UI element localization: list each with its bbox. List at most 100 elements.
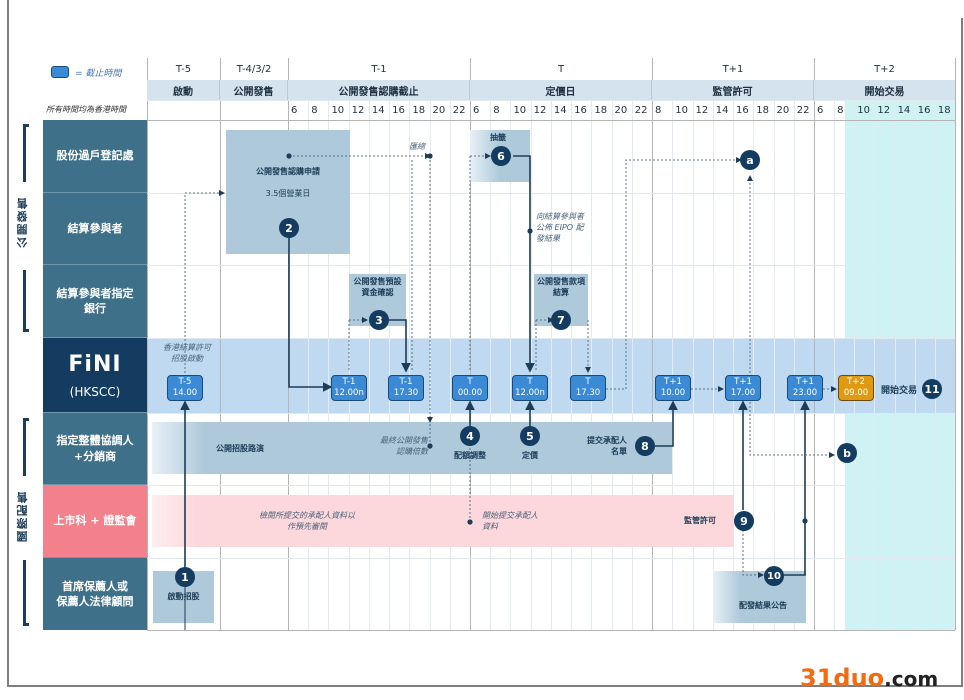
deadline-time: 17.00	[730, 388, 756, 399]
grid-minor-line	[934, 100, 936, 630]
grid-major-line	[147, 58, 148, 630]
bracket-public-bottom	[23, 270, 29, 332]
step-4[interactable]: 4	[460, 426, 480, 446]
frame-edge	[7, 0, 9, 18]
hour-tick-label: 10	[513, 104, 527, 116]
deadline-day: T	[467, 377, 473, 387]
text-ballot: 抽籤	[490, 133, 506, 142]
col-day-t-5: T-5	[175, 63, 192, 75]
row-label-text: 結算參與者	[67, 221, 123, 235]
hour-tick-label: 16	[574, 104, 587, 116]
hour-tick-label: 16	[917, 104, 931, 116]
deadline-time: 12.00n	[515, 388, 545, 399]
hour-tick-label: 12	[695, 104, 709, 116]
group-intl-placing: 國際配售	[16, 490, 29, 542]
row-coordinator: 指定整體協調人 +分銷商	[43, 413, 147, 485]
timezone-note: 所有時間均為香港時間	[46, 105, 126, 114]
grid-minor-line	[753, 100, 755, 630]
grid-row-line	[147, 630, 955, 631]
text-business-days: 3.5個營業日	[265, 189, 311, 198]
grid-minor-line	[429, 100, 431, 630]
grid-minor-line	[854, 100, 856, 630]
deadline-time: 17.30	[393, 388, 419, 399]
deadline-day: T+1	[796, 377, 814, 387]
step-9[interactable]: 9	[734, 511, 754, 531]
hour-tick-label: 14	[371, 104, 385, 116]
grid-row-line	[147, 338, 955, 339]
hour-tick-label: 16	[736, 104, 749, 116]
step-7[interactable]: 7	[551, 310, 571, 330]
step-a[interactable]: a	[740, 150, 760, 170]
fini-logo: FiNI	[68, 350, 121, 381]
grid-minor-line	[874, 100, 876, 630]
row-label-text: 上市科 + 證監會	[53, 514, 137, 528]
grid-minor-line	[914, 100, 916, 630]
hour-tick-label: 18	[412, 104, 426, 116]
watermark: 31duo.com	[800, 664, 938, 692]
step-6[interactable]: 6	[491, 146, 511, 166]
grid-minor-line	[490, 100, 492, 630]
grid-minor-line	[611, 100, 613, 630]
deadline-day: T-1	[399, 377, 413, 387]
row-listing-sfc: 上市科 + 證監會	[43, 485, 147, 558]
deadline-time: 12.00n	[334, 388, 364, 399]
grid-minor-line	[389, 100, 391, 630]
phase-trading: 開始交易	[814, 80, 955, 100]
legend-label: = 截止時間	[75, 69, 122, 79]
bracket-intl-top	[23, 418, 29, 476]
hour-tick-label: 22	[634, 104, 648, 116]
text-final-subscription: 最終公開發售 認購倍數	[380, 436, 428, 456]
phase-pricing-day: 定價日	[470, 80, 652, 100]
hour-tick-label: 22	[452, 104, 466, 116]
hour-tick-label: 6	[291, 104, 298, 116]
hour-tick-label: 12	[533, 104, 547, 116]
grid-row-line	[147, 100, 955, 101]
step-2[interactable]: 2	[279, 218, 299, 238]
deadline-day: T-5	[178, 377, 192, 387]
step-10[interactable]: 10	[764, 566, 784, 586]
row-label-text: 首席保薦人或 保薦人法律顧問	[56, 579, 134, 608]
step-5[interactable]: 5	[520, 426, 540, 446]
phase-subscription-close: 公開發售認購截止	[288, 80, 470, 100]
hour-tick-label: 10	[675, 104, 688, 116]
group-public-offer: 公開發售	[16, 196, 29, 248]
grid-minor-line	[510, 100, 512, 630]
hour-tick-label: 10	[331, 104, 345, 116]
row-fini: FiNI (HKSCC)	[43, 338, 147, 413]
deadline-time: 14.00	[172, 388, 198, 399]
grid-minor-line	[712, 100, 714, 630]
text-submit-placee-list: 提交承配人 名單	[587, 436, 627, 456]
step-b[interactable]: b	[837, 443, 857, 463]
row-designated-bank: 結算參與者指定 銀行	[43, 265, 147, 338]
hour-tick-label: 12	[877, 104, 891, 116]
row-share-registrar: 股份過戶登記處	[43, 120, 147, 193]
grid-minor-line	[733, 100, 734, 630]
deadline-time: 10.00	[660, 388, 686, 399]
step-8[interactable]: 8	[635, 436, 655, 456]
text-settlement: 公開發售款項 結算	[537, 277, 585, 297]
text-public-offer-application: 公開發售認購申請	[256, 167, 320, 176]
deadline-time: 23.00	[792, 388, 818, 399]
grid-minor-line	[692, 100, 694, 630]
step-11[interactable]: 11	[922, 379, 942, 399]
deadline-day: T+1	[734, 377, 752, 387]
box-roadshow	[152, 422, 672, 474]
hour-tick-label: 18	[594, 104, 608, 116]
text-review-placee: 檢閱所提交的承配人資料以 作預先審閱	[259, 511, 355, 531]
step-1[interactable]: 1	[175, 567, 195, 587]
grid-minor-line	[894, 100, 896, 630]
diagram-frame	[7, 18, 963, 687]
hour-tick-label: 6	[817, 104, 824, 116]
col-day-t-4-3-2: T-4/3/2	[236, 63, 272, 75]
step-3[interactable]: 3	[369, 310, 389, 330]
